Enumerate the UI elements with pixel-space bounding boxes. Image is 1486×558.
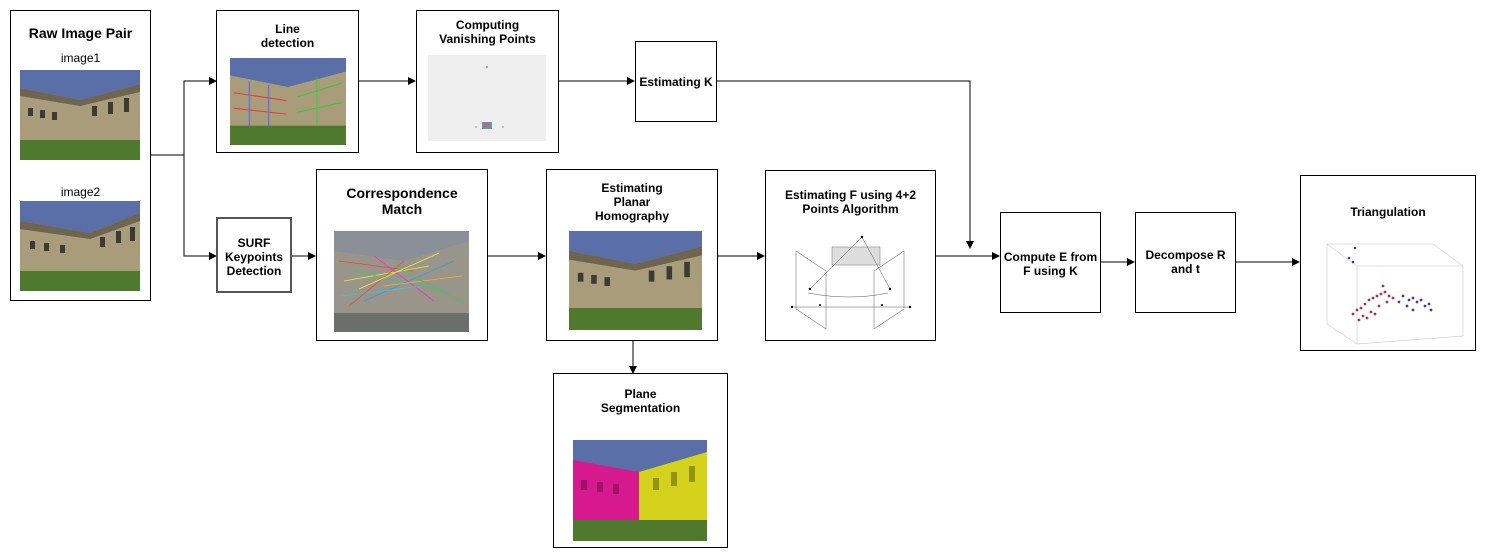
arrow-k-to-e bbox=[716, 80, 974, 249]
line-detection-label: Line detection bbox=[260, 22, 315, 50]
decompose-label: Decompose R and t bbox=[1145, 248, 1226, 276]
surf-label: SURF Keypoints Detection bbox=[224, 236, 283, 278]
homography-box: Estimating Planar Homography bbox=[546, 169, 718, 341]
compute-e-box: Compute E from F using K bbox=[1000, 212, 1101, 313]
plane-segmentation-image bbox=[573, 440, 707, 541]
correspondence-image bbox=[334, 231, 469, 332]
triangulation-label: Triangulation bbox=[1350, 205, 1426, 219]
estimating-k-box: Estimating K bbox=[635, 41, 717, 122]
line-detection-image bbox=[230, 58, 346, 145]
decompose-box: Decompose R and t bbox=[1135, 212, 1236, 313]
plane-segmentation-box: Plane Segmentation bbox=[553, 373, 728, 548]
plane-segmentation-label: Plane Segmentation bbox=[600, 387, 681, 415]
vanishing-points-box: Computing Vanishing Points bbox=[416, 10, 559, 153]
point-cloud-plot bbox=[1313, 236, 1473, 346]
image1-label: image1 bbox=[60, 51, 101, 65]
correspondence-label: Correspondence Match bbox=[346, 185, 458, 217]
triangulation-box: Triangulation bbox=[1300, 175, 1476, 351]
compute-e-label: Compute E from F using K bbox=[1003, 250, 1098, 278]
raw-image-pair-title: Raw Image Pair bbox=[28, 25, 133, 41]
line-detection-box: Line detection bbox=[216, 10, 359, 153]
image1-thumbnail bbox=[20, 70, 140, 160]
estimating-f-label: Estimating F using 4+2 Points Algorithm bbox=[784, 188, 917, 216]
arrow-to-line-detection bbox=[183, 77, 217, 155]
homography-image bbox=[569, 231, 702, 330]
epipolar-geometry-diagram bbox=[786, 231, 916, 331]
vanishing-points-plot bbox=[428, 55, 546, 141]
correspondence-box: Correspondence Match bbox=[316, 169, 488, 341]
raw-image-pair-box: Raw Image Pair image1 image2 bbox=[10, 10, 151, 301]
image2-label: image2 bbox=[60, 185, 101, 199]
vanishing-points-label: Computing Vanishing Points bbox=[439, 18, 536, 46]
estimating-k-label: Estimating K bbox=[639, 75, 713, 89]
estimating-f-box: Estimating F using 4+2 Points Algorithm bbox=[765, 170, 936, 341]
image2-thumbnail bbox=[20, 201, 140, 291]
homography-label: Estimating Planar Homography bbox=[594, 181, 669, 223]
surf-box: SURF Keypoints Detection bbox=[216, 217, 292, 293]
arrow-to-surf bbox=[183, 155, 217, 260]
